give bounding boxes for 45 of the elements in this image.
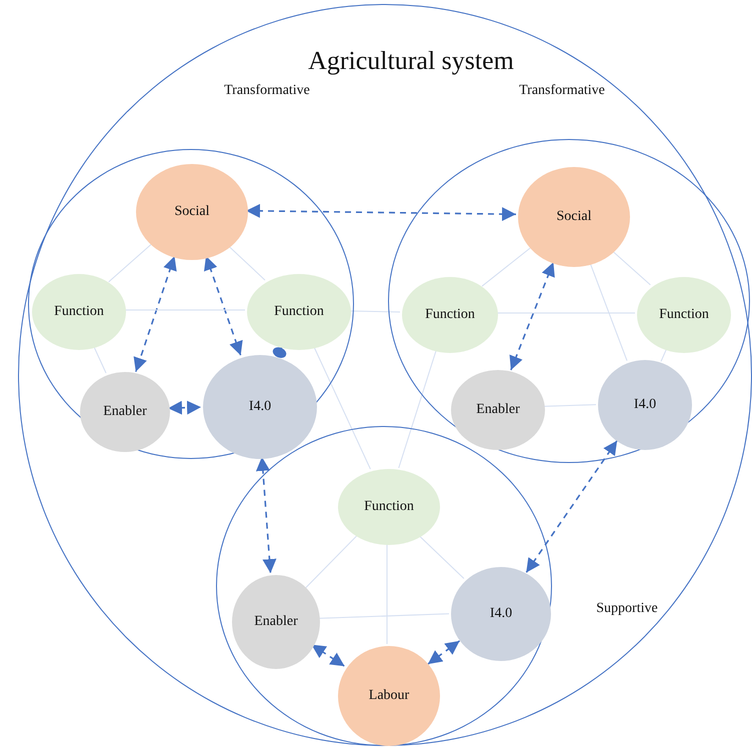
cluster-heading: Supportive (596, 601, 658, 617)
dashed-arrow (256, 456, 276, 574)
connector-line (660, 348, 667, 362)
node-label: Function (425, 307, 475, 323)
node-label: Enabler (254, 614, 298, 630)
cluster-heading: Transformative (519, 83, 605, 99)
connector-line (398, 349, 437, 468)
node-label: Social (174, 204, 210, 220)
system-heading: Agricultural system (308, 46, 514, 76)
node-label: Function (54, 304, 104, 320)
cluster-heading: Transformative (224, 83, 310, 99)
node-label: Enabler (103, 404, 147, 420)
connector-line (318, 613, 450, 619)
dashed-arrow (427, 640, 460, 665)
connector-line (348, 310, 400, 312)
node-label: I4.0 (634, 397, 656, 413)
node-label: Function (659, 307, 709, 323)
ellipse-node (338, 646, 440, 746)
dashed-arrow (168, 400, 202, 415)
connector-line (611, 250, 651, 286)
connector-line (482, 248, 531, 287)
connector-line (418, 534, 464, 579)
dashed-arrow (134, 256, 177, 372)
node-label: Function (364, 499, 414, 515)
dashed-arrow (526, 440, 618, 574)
connector-line (313, 346, 371, 470)
connector-line (386, 542, 388, 644)
connector-line (542, 404, 596, 407)
dashed-arrow (311, 644, 346, 667)
dashed-arrow (204, 256, 243, 356)
dashed-arrow (510, 262, 555, 370)
node-label: Function (274, 304, 324, 320)
connector-line (227, 244, 266, 281)
connector-line (496, 312, 636, 314)
node-label: Social (556, 209, 592, 225)
ellipse-node (247, 274, 351, 350)
dashed-arrow (246, 204, 516, 222)
connector-line (92, 345, 106, 374)
connector-line (305, 535, 358, 588)
system-circle (18, 4, 752, 746)
node-label: Enabler (476, 402, 520, 418)
node-label: I4.0 (490, 606, 512, 622)
node-label: I4.0 (248, 399, 272, 415)
node-label: Labour (368, 688, 410, 704)
connector-line (108, 244, 152, 282)
